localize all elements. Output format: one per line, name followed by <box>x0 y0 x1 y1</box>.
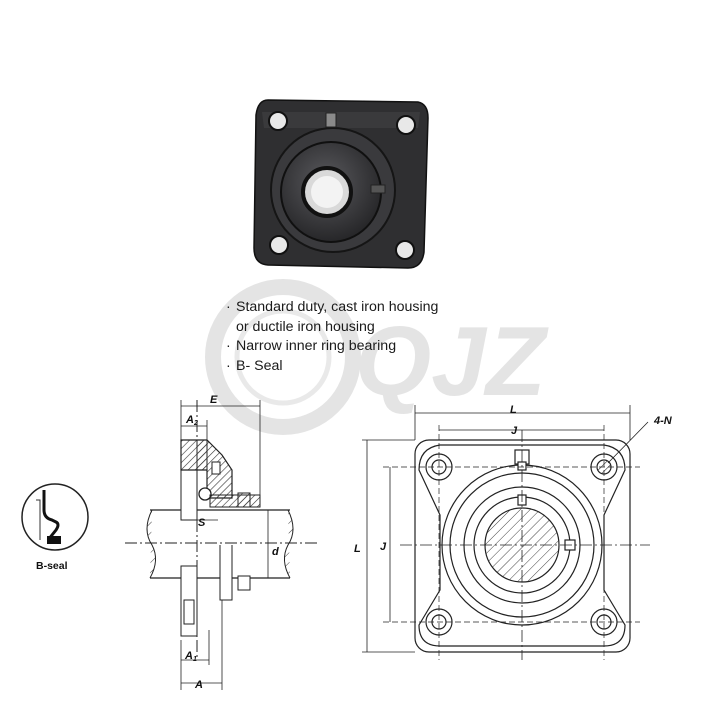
seal-detail: B-seal <box>21 483 89 572</box>
dim-label-a1-sub: 1 <box>193 656 197 663</box>
bolt-hole <box>396 115 416 135</box>
dim-label-a2: A <box>185 414 194 426</box>
dim-label-e: E <box>210 394 218 406</box>
feature-item: or ductile iron housing <box>236 318 375 335</box>
dim-label-s: S <box>198 517 206 529</box>
dim-label-l-left: L <box>354 543 361 555</box>
bolt-hole <box>395 240 415 260</box>
front-view <box>362 405 650 660</box>
watermark-inner-ring <box>234 308 332 406</box>
dim-label-a: A <box>194 679 203 691</box>
feature-item: ·Standard duty, cast iron housing <box>226 299 439 315</box>
feature-item: ·Narrow inner ring bearing <box>226 338 397 355</box>
dim-label-j-left: J <box>380 541 387 553</box>
watermark-ring <box>205 279 361 435</box>
dim-label-a1: A <box>184 650 193 662</box>
dim-label-d: d <box>272 546 279 558</box>
feature-list: ·Standard duty, cast iron housing or duc… <box>226 298 438 376</box>
side-view <box>125 400 320 690</box>
bolt-hole <box>269 235 289 255</box>
dim-label-l-top: L <box>510 404 517 416</box>
bolt-hole <box>268 111 288 131</box>
product-photo <box>253 99 429 269</box>
seal-detail-label: B-seal <box>36 560 68 572</box>
grease-fitting <box>325 112 337 128</box>
feature-item: ·B- Seal <box>226 357 283 374</box>
housing-photo <box>253 99 429 269</box>
watermark-text: QJZ <box>355 306 549 416</box>
watermark-logo: QJZ <box>205 279 549 435</box>
set-screw <box>370 184 386 194</box>
dim-label-j-top: J <box>511 425 518 437</box>
dim-label-a2-sub: 2 <box>193 420 198 427</box>
holes-label: 4-N <box>653 415 673 427</box>
